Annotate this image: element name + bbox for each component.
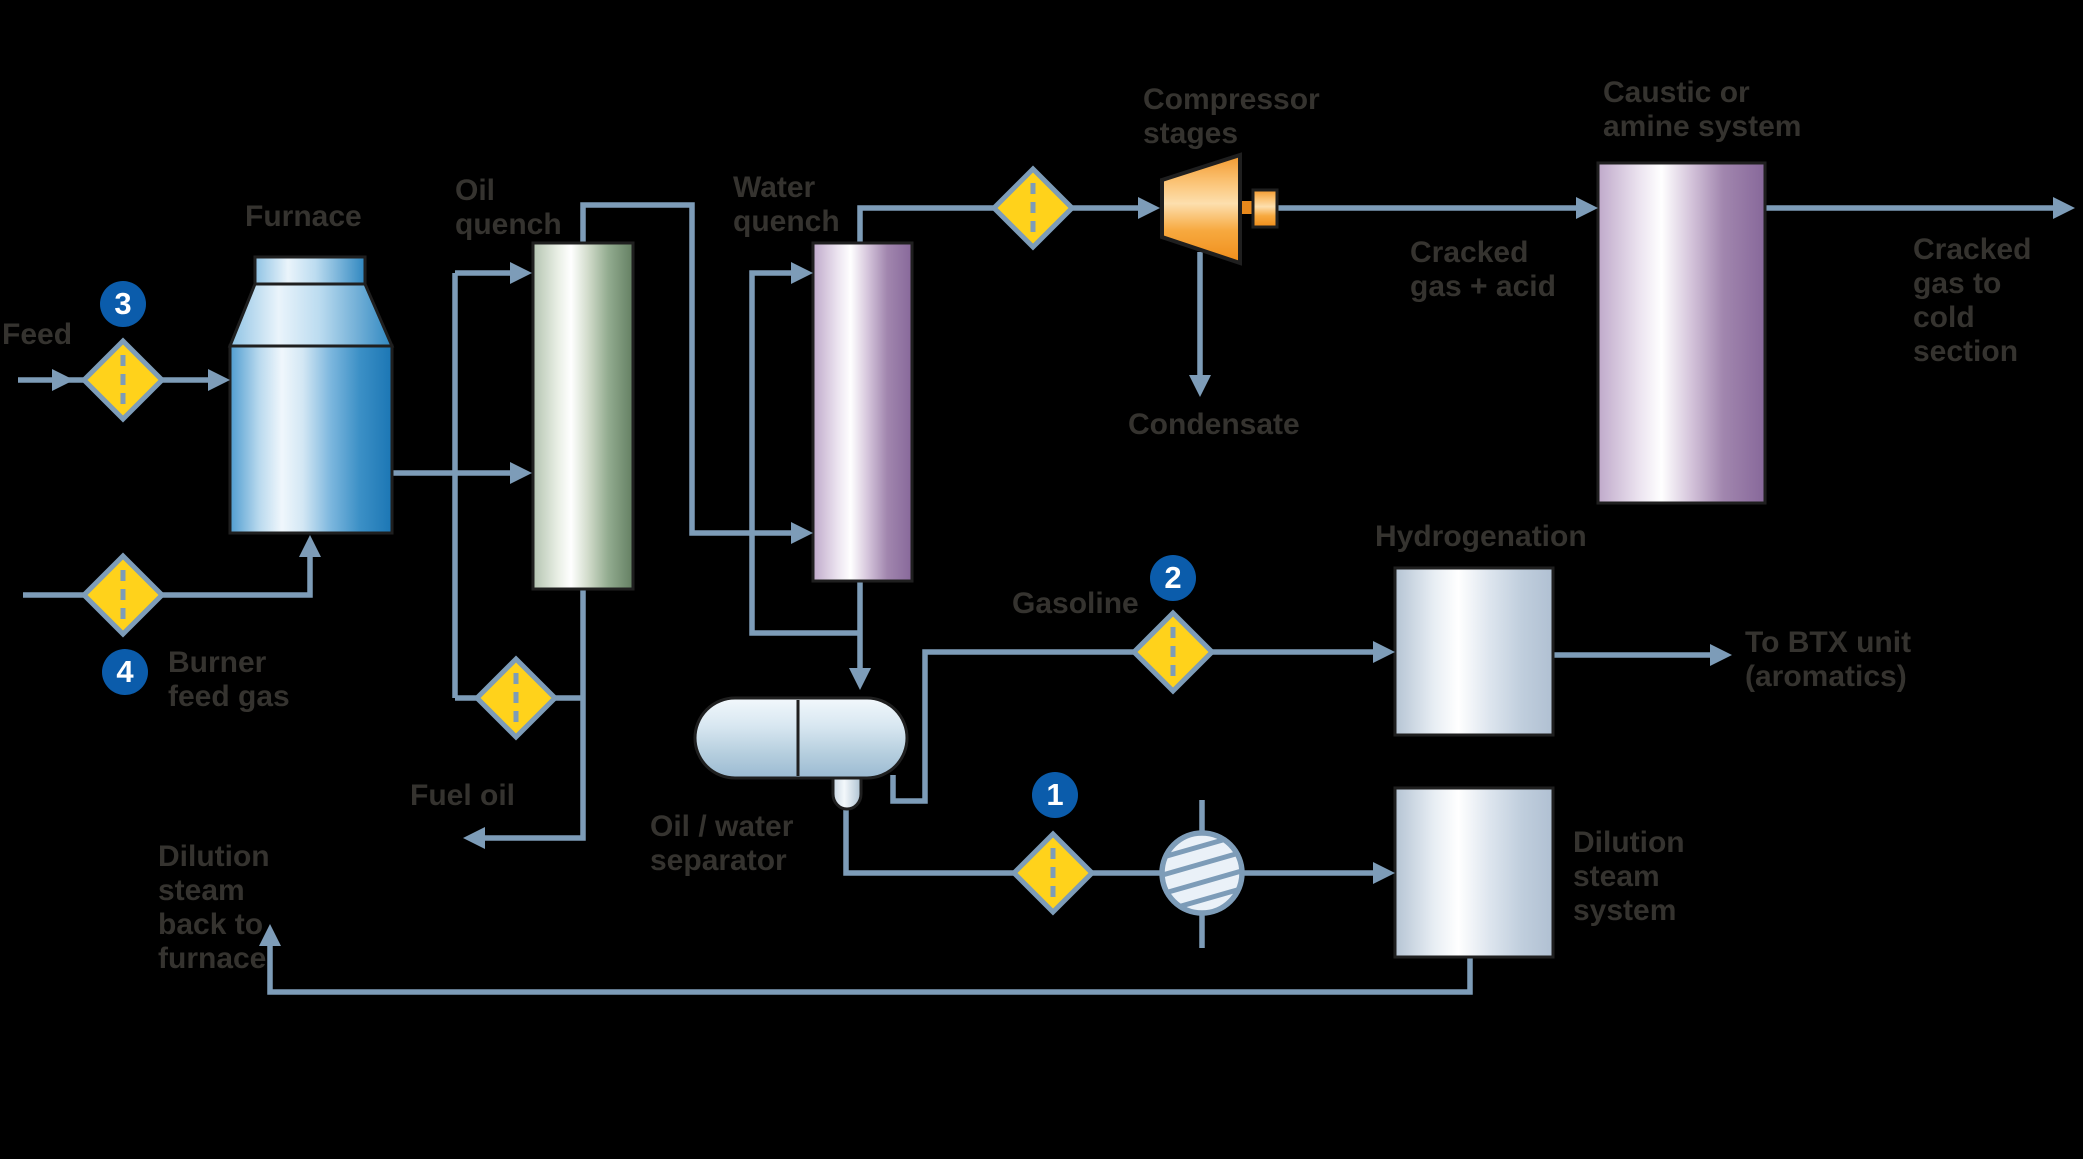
pipe-burner-feed-gas <box>23 553 313 598</box>
sample-point-icon-burner-gas <box>80 552 166 638</box>
label-burner: Burner feed gas <box>168 646 290 713</box>
label-feed: Feed <box>2 318 73 351</box>
label-furnace: Furnace <box>245 200 362 233</box>
arrow-condensate-out <box>1189 375 1211 397</box>
arrow-into-oil-quench-lower <box>510 462 532 484</box>
arrow-into-caustic <box>1576 197 1598 219</box>
label-compressor: Compressor stages <box>1143 83 1320 150</box>
label-hydrogenation: Hydrogenation <box>1375 520 1587 553</box>
heat-exchanger-icon <box>1159 830 1245 916</box>
furnace-body <box>228 344 394 535</box>
label-water-quench: Water quench <box>733 171 840 238</box>
label-dilution-back: Dilution steam back to furnace <box>158 840 270 975</box>
sample-point-icon-quench-water <box>1010 830 1096 916</box>
compressor-casing <box>1160 152 1242 266</box>
oil-quench-column <box>531 241 635 591</box>
arrow-cracked-gas-out <box>2053 197 2075 219</box>
step-badge-2: 2 <box>1150 555 1196 601</box>
caustic-amine-column <box>1596 161 1767 505</box>
label-gasoline: Gasoline <box>1012 587 1139 620</box>
label-btx: To BTX unit (aromatics) <box>1745 626 1912 693</box>
label-cracked-acid: Cracked gas + acid <box>1410 236 1556 303</box>
furnace-neck <box>253 255 367 286</box>
pipe-separator-water-outlet <box>843 808 1377 876</box>
pipe-dilution-steam-return <box>267 942 1473 995</box>
arrow-into-hydrogenation <box>1373 641 1395 663</box>
compressor-group <box>1160 152 1279 266</box>
sample-point-icon-gasoline <box>1130 609 1216 695</box>
step-badge-3: 3 <box>100 281 146 327</box>
arrow-into-dilution-unit <box>1373 862 1395 884</box>
pipe-gasoline <box>890 649 1377 804</box>
label-oil-quench: Oil quench <box>455 174 562 241</box>
compressor-shaft <box>1240 201 1255 214</box>
arrow-into-oil-quench-upper <box>510 262 532 284</box>
arrow-into-furnace <box>208 369 230 391</box>
arrow-burner-into-furnace <box>299 535 321 557</box>
step-badge-1: 1 <box>1032 772 1078 818</box>
arrow-into-water-quench-lower <box>791 522 813 544</box>
pipe-quench-water-recirculation <box>749 270 860 636</box>
sample-points <box>80 165 1216 916</box>
arrow-fuel-oil-out <box>463 827 485 849</box>
vessels <box>227 161 1767 959</box>
furnace-shoulder <box>227 282 395 348</box>
pipe-oil-quench-overhead <box>580 202 795 536</box>
oil-water-separator-vessel <box>693 696 909 780</box>
separator-boot <box>831 776 863 811</box>
water-quench-column <box>811 241 914 583</box>
arrow-into-compressor <box>1138 197 1160 219</box>
label-fuel-oil: Fuel oil <box>410 779 515 812</box>
flow-arrows <box>52 197 2075 946</box>
pipe-oil-quench-bottoms-fuel-oil <box>481 589 586 841</box>
arrow-into-separator <box>849 668 871 690</box>
arrow-feed-in <box>52 369 74 391</box>
label-cracked-cold: Cracked gas to cold section <box>1913 233 2032 368</box>
label-condensate: Condensate <box>1128 408 1300 441</box>
hydrogenation-unit <box>1393 566 1555 737</box>
arrow-to-btx <box>1710 644 1732 666</box>
sample-point-icon-fuel-oil <box>473 655 559 741</box>
arrow-steam-back-to-furnace <box>259 924 281 946</box>
step-badge-4: 4 <box>102 649 148 695</box>
compressor-drive-block <box>1251 188 1279 229</box>
label-separator: Oil / water separator <box>650 810 794 877</box>
arrow-into-water-quench-upper <box>791 262 813 284</box>
sample-point-icon-cracked-gas <box>990 165 1076 251</box>
sample-point-icon-feed <box>80 337 166 423</box>
heat-exchanger-coil <box>1161 837 1243 909</box>
label-caustic: Caustic or amine system <box>1603 76 1802 143</box>
dilution-steam-unit <box>1393 786 1555 959</box>
label-dilution-system: Dilution steam system <box>1573 826 1685 927</box>
